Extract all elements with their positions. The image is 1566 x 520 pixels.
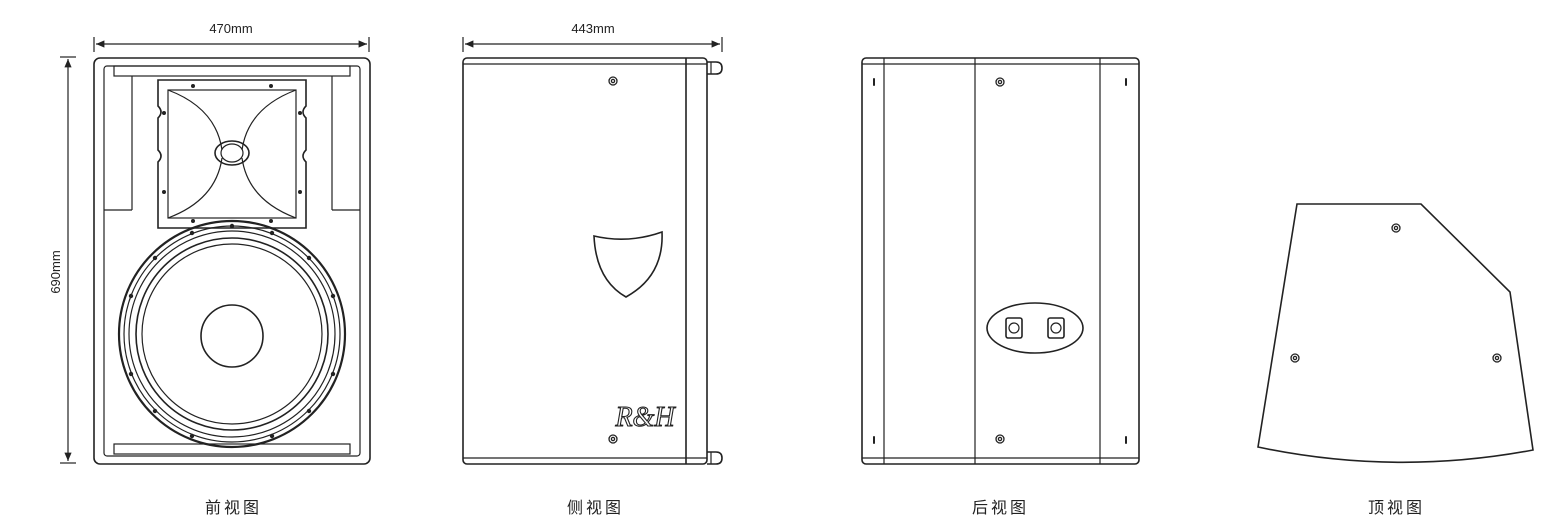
rear-screws <box>995 77 1005 444</box>
top-screws <box>1290 223 1502 363</box>
side-view: 443mm R&H <box>462 21 723 465</box>
side-handle <box>593 230 663 298</box>
front-cabinet <box>93 57 371 465</box>
side-width-label: 443mm <box>571 21 614 36</box>
side-logo: R&H <box>614 402 676 433</box>
rear-cabinet <box>861 57 1140 465</box>
top-outline <box>1257 203 1534 464</box>
front-height-dimension: 690mm <box>48 56 76 464</box>
front-height-label: 690mm <box>48 250 63 293</box>
top-view <box>1257 203 1534 464</box>
side-view-caption: 侧视图 <box>567 498 625 517</box>
rear-input-panel <box>986 302 1084 354</box>
front-width-dimension: 470mm <box>93 21 370 52</box>
front-width-label: 470mm <box>209 21 252 36</box>
side-width-dimension: 443mm <box>462 21 723 52</box>
front-view-caption: 前视图 <box>205 498 263 517</box>
front-view: 470mm 690mm <box>48 21 371 465</box>
side-cabinet <box>462 57 723 465</box>
rear-view-caption: 后视图 <box>972 498 1030 517</box>
front-horn <box>157 79 307 229</box>
top-view-caption: 顶视图 <box>1368 498 1426 517</box>
front-woofer <box>117 219 347 449</box>
side-screws <box>608 76 618 444</box>
rear-view <box>861 57 1140 465</box>
